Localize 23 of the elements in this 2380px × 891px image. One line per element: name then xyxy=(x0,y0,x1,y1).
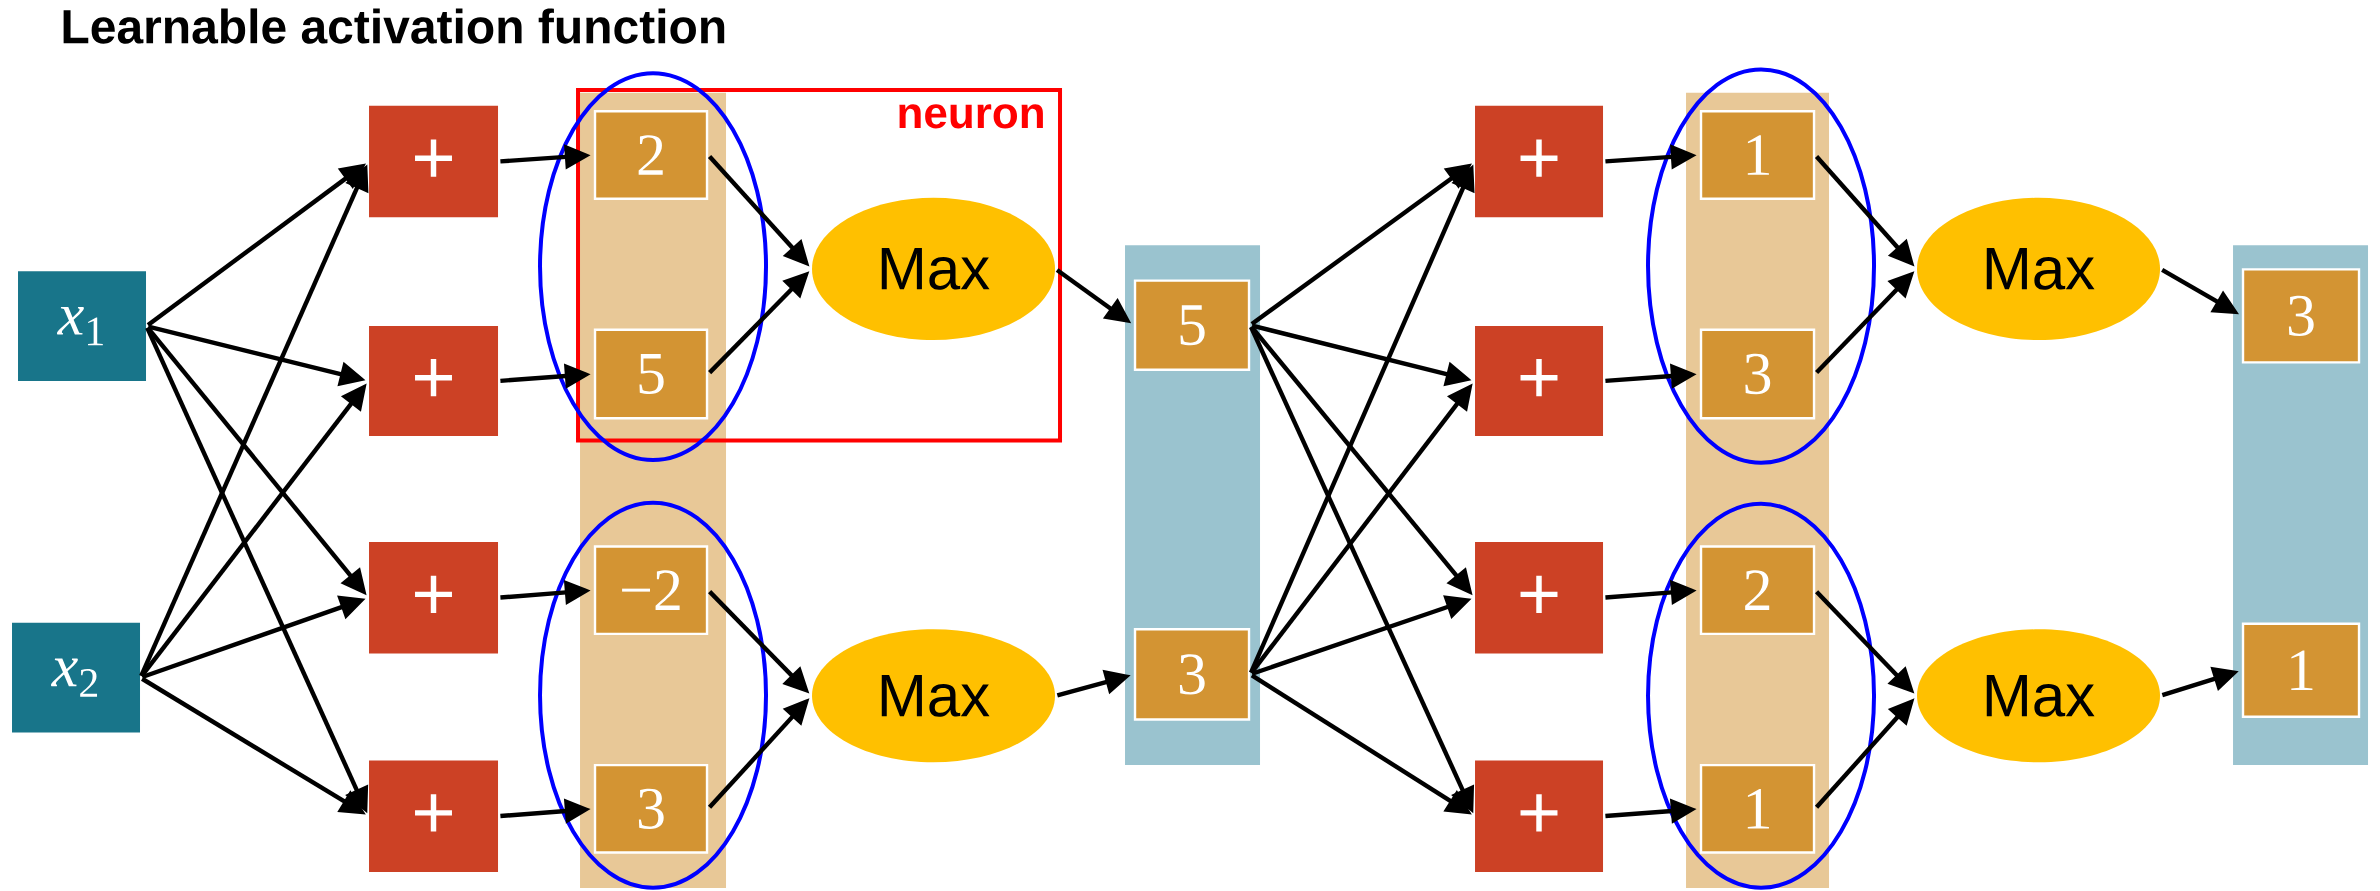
value-box: 5 xyxy=(593,328,709,420)
value-box: 3 xyxy=(1133,628,1251,721)
sum-box: + xyxy=(1475,760,1603,872)
sum-box: + xyxy=(1475,105,1603,218)
sum-box: + xyxy=(1475,326,1603,436)
value-box: 1 xyxy=(2241,622,2361,718)
sum-box: + xyxy=(369,541,498,654)
sum-box: + xyxy=(369,105,498,218)
value-box: 5 xyxy=(1133,279,1251,371)
value-box: 1 xyxy=(1699,110,1816,200)
value-box: 3 xyxy=(593,763,709,854)
sum-box: + xyxy=(1475,541,1603,654)
value-box: −2 xyxy=(593,545,709,636)
input-box: x$_{2}$ xyxy=(12,622,140,733)
value-box: 2 xyxy=(1699,545,1816,636)
value-box: 1 xyxy=(1699,763,1816,854)
sum-box: + xyxy=(369,760,498,872)
sum-box: + xyxy=(369,326,498,436)
input-box: x$_{1}$ xyxy=(18,271,146,381)
value-box: 3 xyxy=(2241,268,2361,364)
title: Learnable activation function xyxy=(63,8,725,44)
value-box: 2 xyxy=(593,110,709,200)
value-box: 3 xyxy=(1699,328,1816,420)
